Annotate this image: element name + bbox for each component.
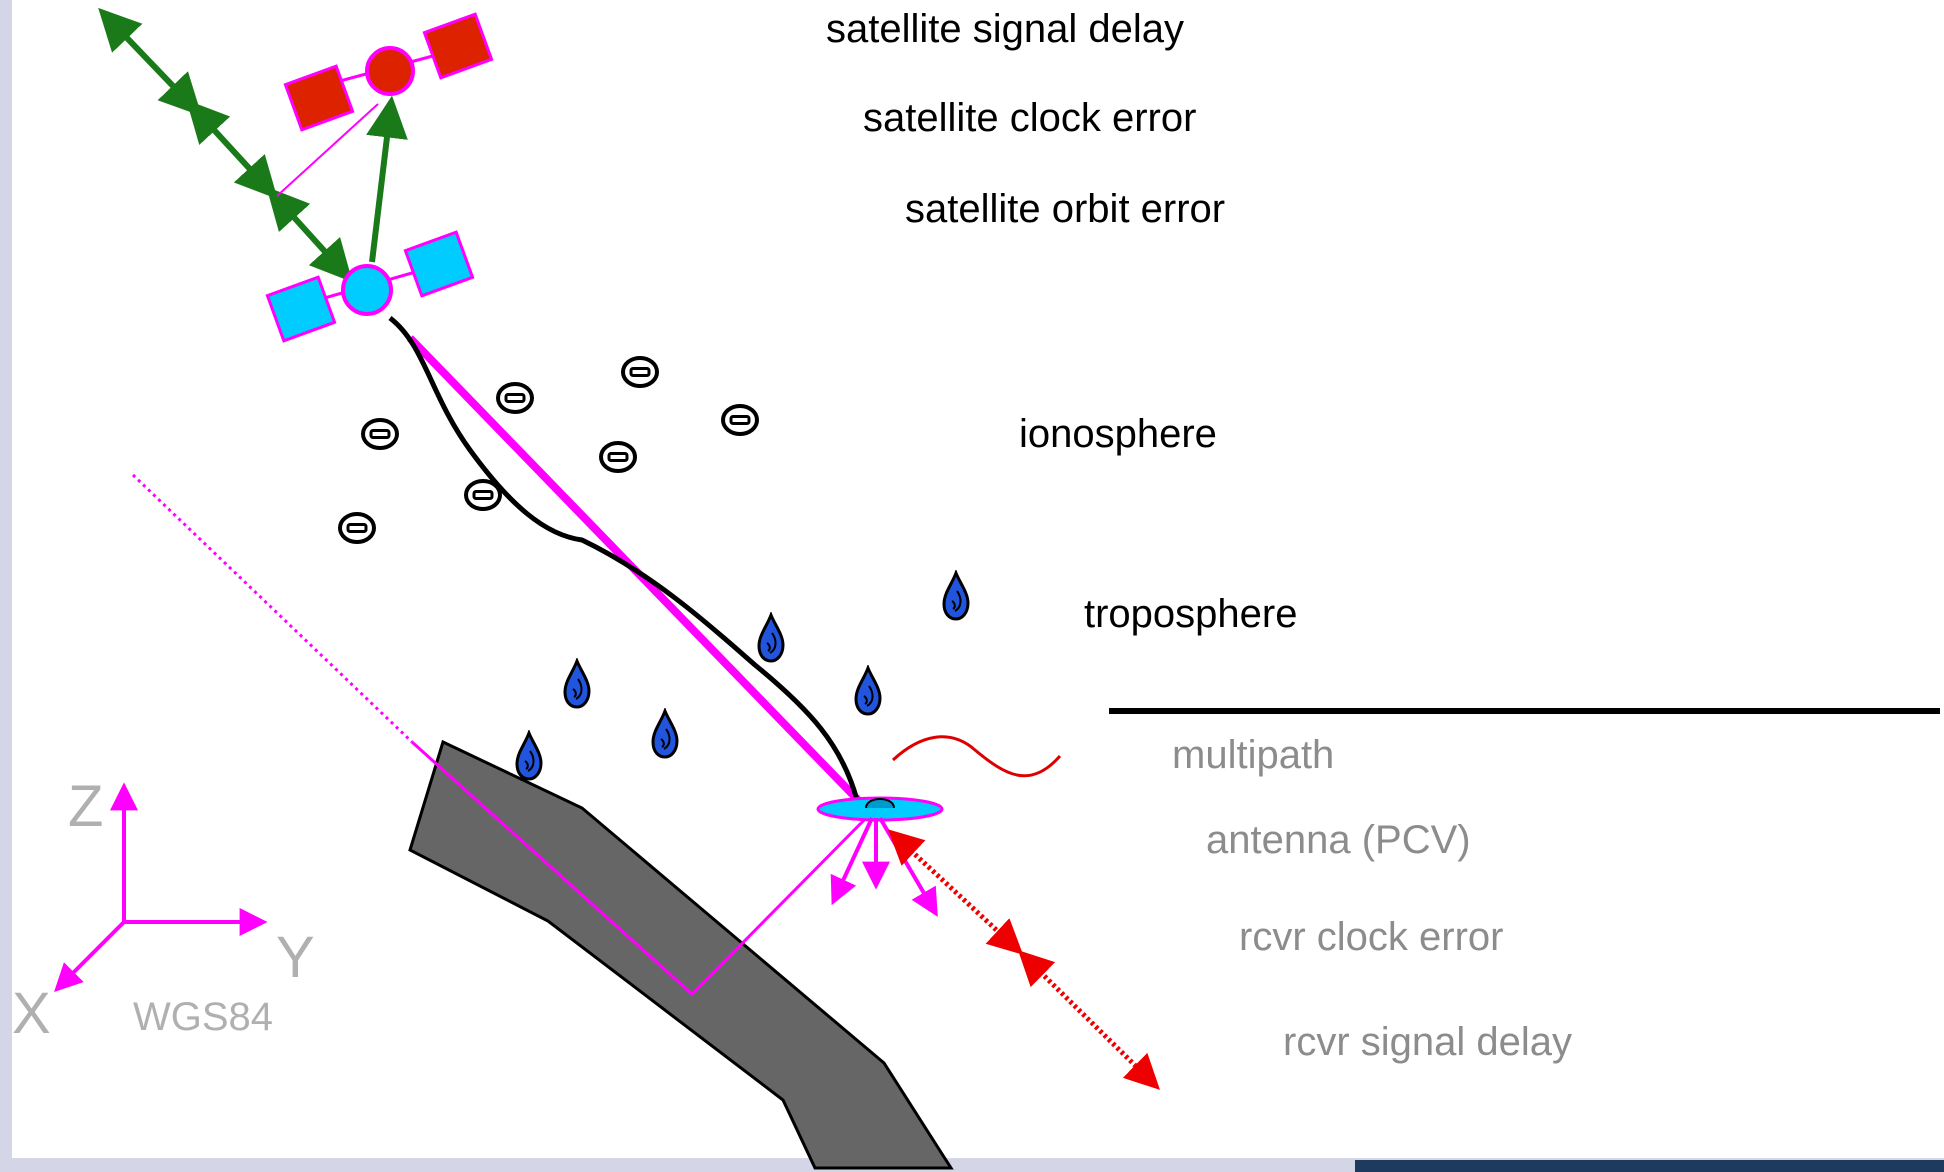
water-drop-icon bbox=[651, 709, 679, 759]
label-ionosphere: ionosphere bbox=[1019, 412, 1217, 456]
refracted-signal-path bbox=[388, 316, 860, 801]
electron-icon bbox=[721, 404, 759, 436]
water-drop-icon bbox=[563, 659, 591, 709]
label-multipath: multipath bbox=[1172, 733, 1334, 777]
electron-icon bbox=[338, 512, 376, 544]
receiver-error-arrows bbox=[887, 829, 1160, 1090]
satellite-broadcast-position bbox=[265, 230, 475, 343]
orbit-offset-line bbox=[276, 103, 379, 197]
ionosphere-electrons bbox=[338, 356, 759, 544]
electron-icon bbox=[464, 479, 502, 511]
label-rcvr-clock-error: rcvr clock error bbox=[1239, 915, 1503, 959]
electron-icon bbox=[599, 441, 637, 473]
water-drop-icon bbox=[854, 666, 882, 716]
terrain-building bbox=[408, 739, 954, 1170]
multipath-wave bbox=[891, 735, 1062, 778]
electron-icon bbox=[621, 356, 659, 388]
label-rcvr-signal-delay: rcvr signal delay bbox=[1283, 1020, 1572, 1064]
wgs84-axes bbox=[54, 782, 268, 992]
frame-label-wgs84: WGS84 bbox=[133, 995, 273, 1039]
antenna-pcv-arrows bbox=[830, 816, 938, 917]
water-drop-icon bbox=[942, 571, 970, 621]
orbit-error-arrows bbox=[98, 7, 408, 283]
label-satellite-orbit-error: satellite orbit error bbox=[905, 187, 1225, 231]
label-antenna-pcv: antenna (PCV) bbox=[1206, 818, 1471, 862]
axis-label-x: X bbox=[12, 981, 51, 1046]
slide-bottom-bar bbox=[1355, 1160, 1944, 1172]
water-drop-icon bbox=[757, 613, 785, 663]
label-satellite-clock-error: satellite clock error bbox=[863, 96, 1196, 140]
label-satellite-signal-delay: satellite signal delay bbox=[826, 7, 1184, 51]
label-troposphere: troposphere bbox=[1084, 592, 1297, 636]
electron-icon bbox=[496, 382, 534, 414]
axis-label-y: Y bbox=[276, 925, 315, 990]
multipath-reflection-path bbox=[410, 740, 878, 997]
slide-left-edge bbox=[0, 0, 12, 1172]
reflected-signal-dotted bbox=[131, 473, 414, 744]
water-drop-icon bbox=[515, 731, 543, 781]
axis-label-z: Z bbox=[68, 774, 103, 839]
satellite-true-position bbox=[283, 12, 494, 132]
antenna bbox=[816, 796, 944, 822]
electron-icon bbox=[361, 418, 399, 450]
